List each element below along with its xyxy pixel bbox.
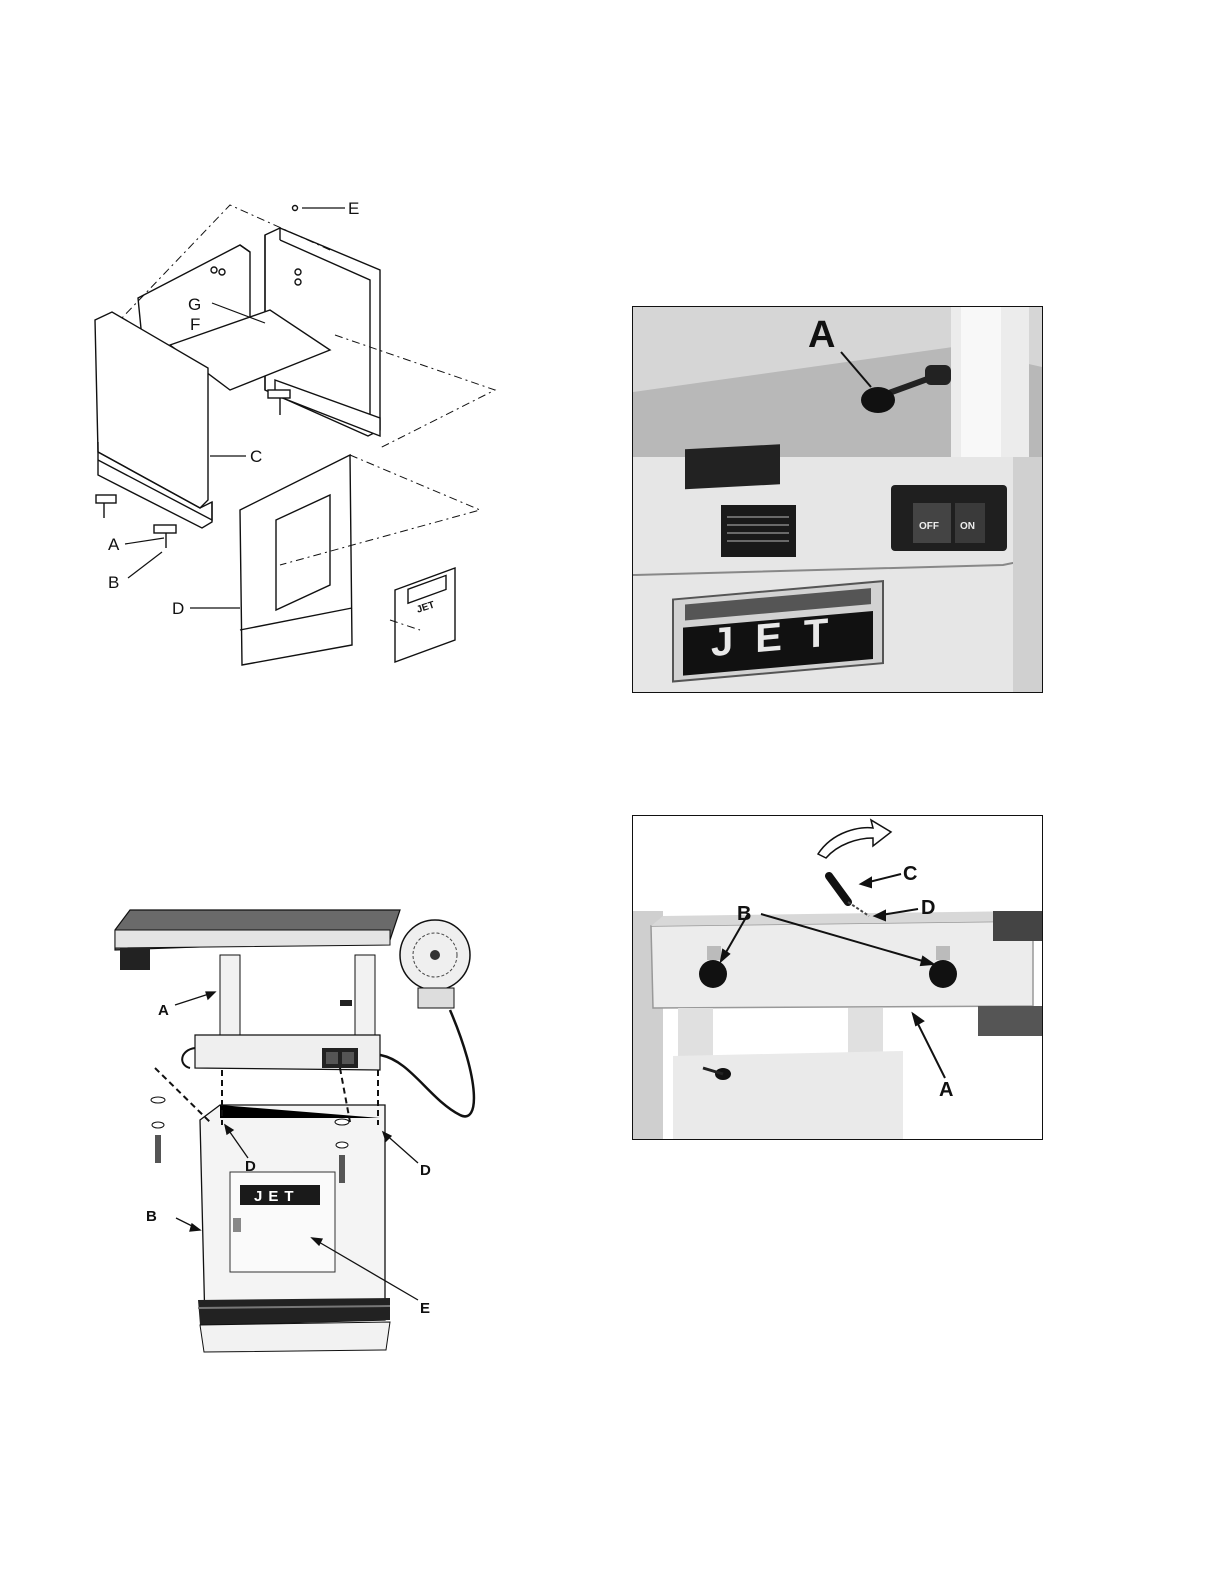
callout-b: B	[737, 903, 751, 925]
callout-e: E	[348, 199, 359, 218]
switch-off-label: OFF	[919, 521, 939, 532]
callout-g: G	[188, 295, 201, 314]
photo-illustration: A OFF ON JET	[633, 307, 1042, 692]
callout-b: B	[146, 1208, 157, 1225]
callout-f: F	[190, 315, 200, 334]
callout-d-left: D	[245, 1158, 256, 1175]
switch-on-label: ON	[960, 521, 975, 532]
callout-d-right: D	[420, 1162, 431, 1179]
callout-a: A	[158, 1002, 169, 1019]
callout-a: A	[808, 314, 835, 356]
photo-illustration: C D B A	[633, 816, 1042, 1139]
callout-b: B	[108, 573, 119, 592]
callout-d: D	[921, 897, 935, 919]
photo-table-knobs: C D B A	[632, 815, 1043, 1140]
photo-table-lock-handle: A OFF ON JET	[632, 306, 1043, 693]
callout-d: D	[172, 599, 184, 618]
callout-e: E	[420, 1300, 430, 1317]
callout-a: A	[939, 1079, 953, 1101]
callout-a: A	[108, 535, 120, 554]
callout-c: C	[903, 863, 917, 885]
cabinet-logo: JET	[254, 1188, 300, 1205]
stand-exploded-diagram: E G F C A B D JET	[90, 190, 530, 680]
callout-c: C	[250, 447, 262, 466]
machine-mounting-diagram: A B D D E JET	[100, 900, 490, 1370]
